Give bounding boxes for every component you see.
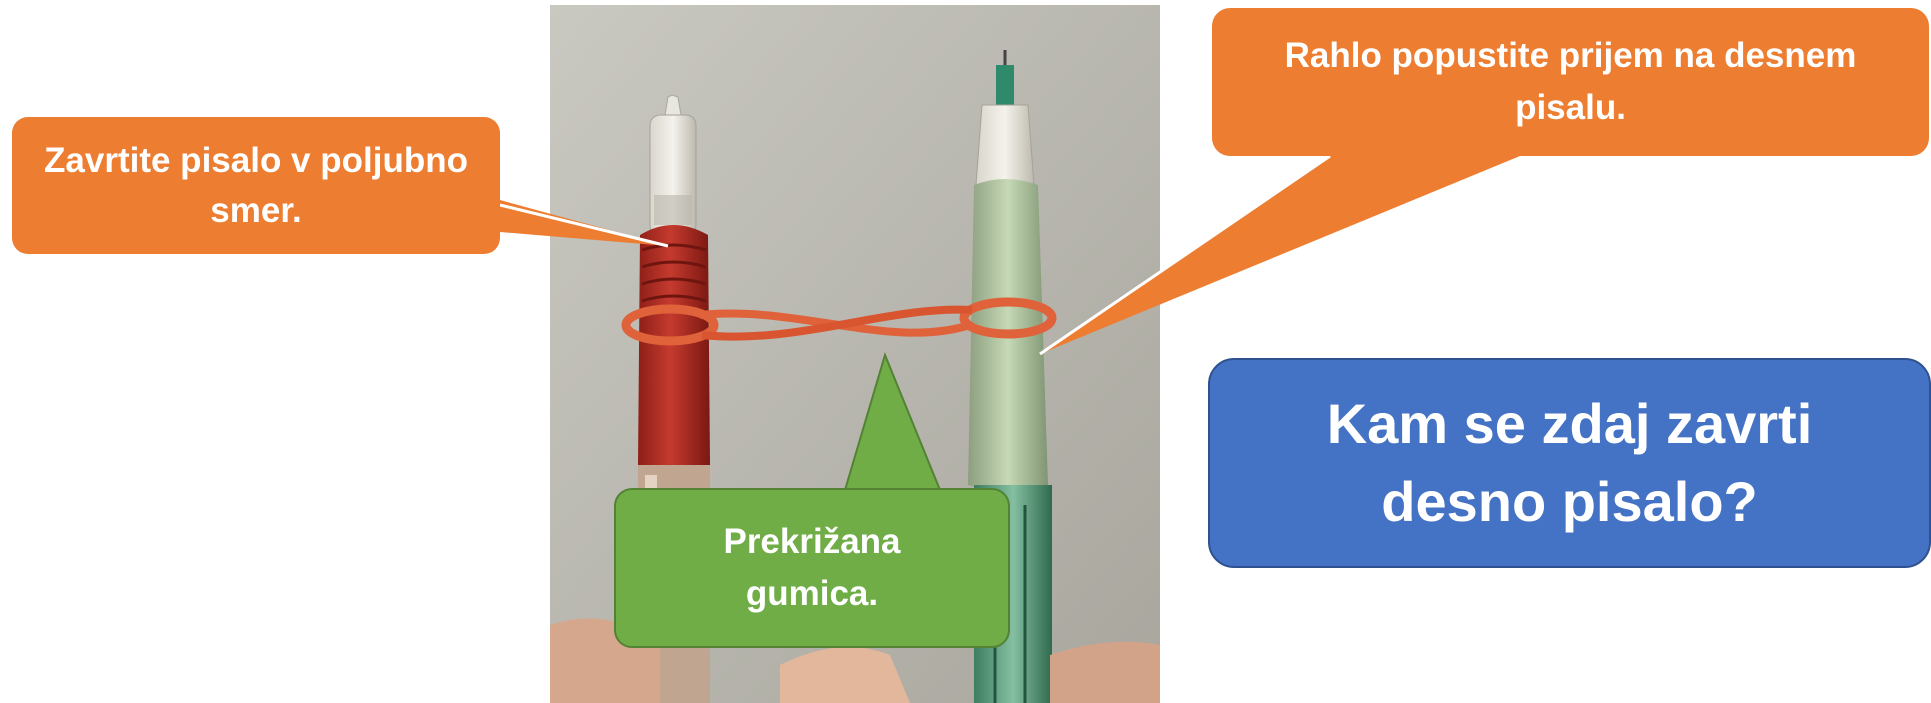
loosen-grip-callout: Rahlo popustite prijem na desnem pisalu. (1212, 8, 1929, 156)
crossed-band-text: Prekrižana gumica. (723, 522, 901, 613)
right-callout-pointer (1040, 156, 1520, 354)
green-callout-pointer (843, 351, 942, 491)
loosen-grip-text: Rahlo popustite prijem na desnem pisalu. (1284, 36, 1857, 127)
crossed-band-callout: Prekrižana gumica. (614, 488, 1010, 648)
rotate-pen-text: Zavrtite pisalo v poljubno smer. (44, 140, 468, 230)
question-text: Kam se zdaj zavrti desno pisalo? (1326, 392, 1813, 533)
question-box: Kam se zdaj zavrti desno pisalo? (1208, 358, 1931, 568)
rotate-pen-callout: Zavrtite pisalo v poljubno smer. (12, 117, 500, 254)
